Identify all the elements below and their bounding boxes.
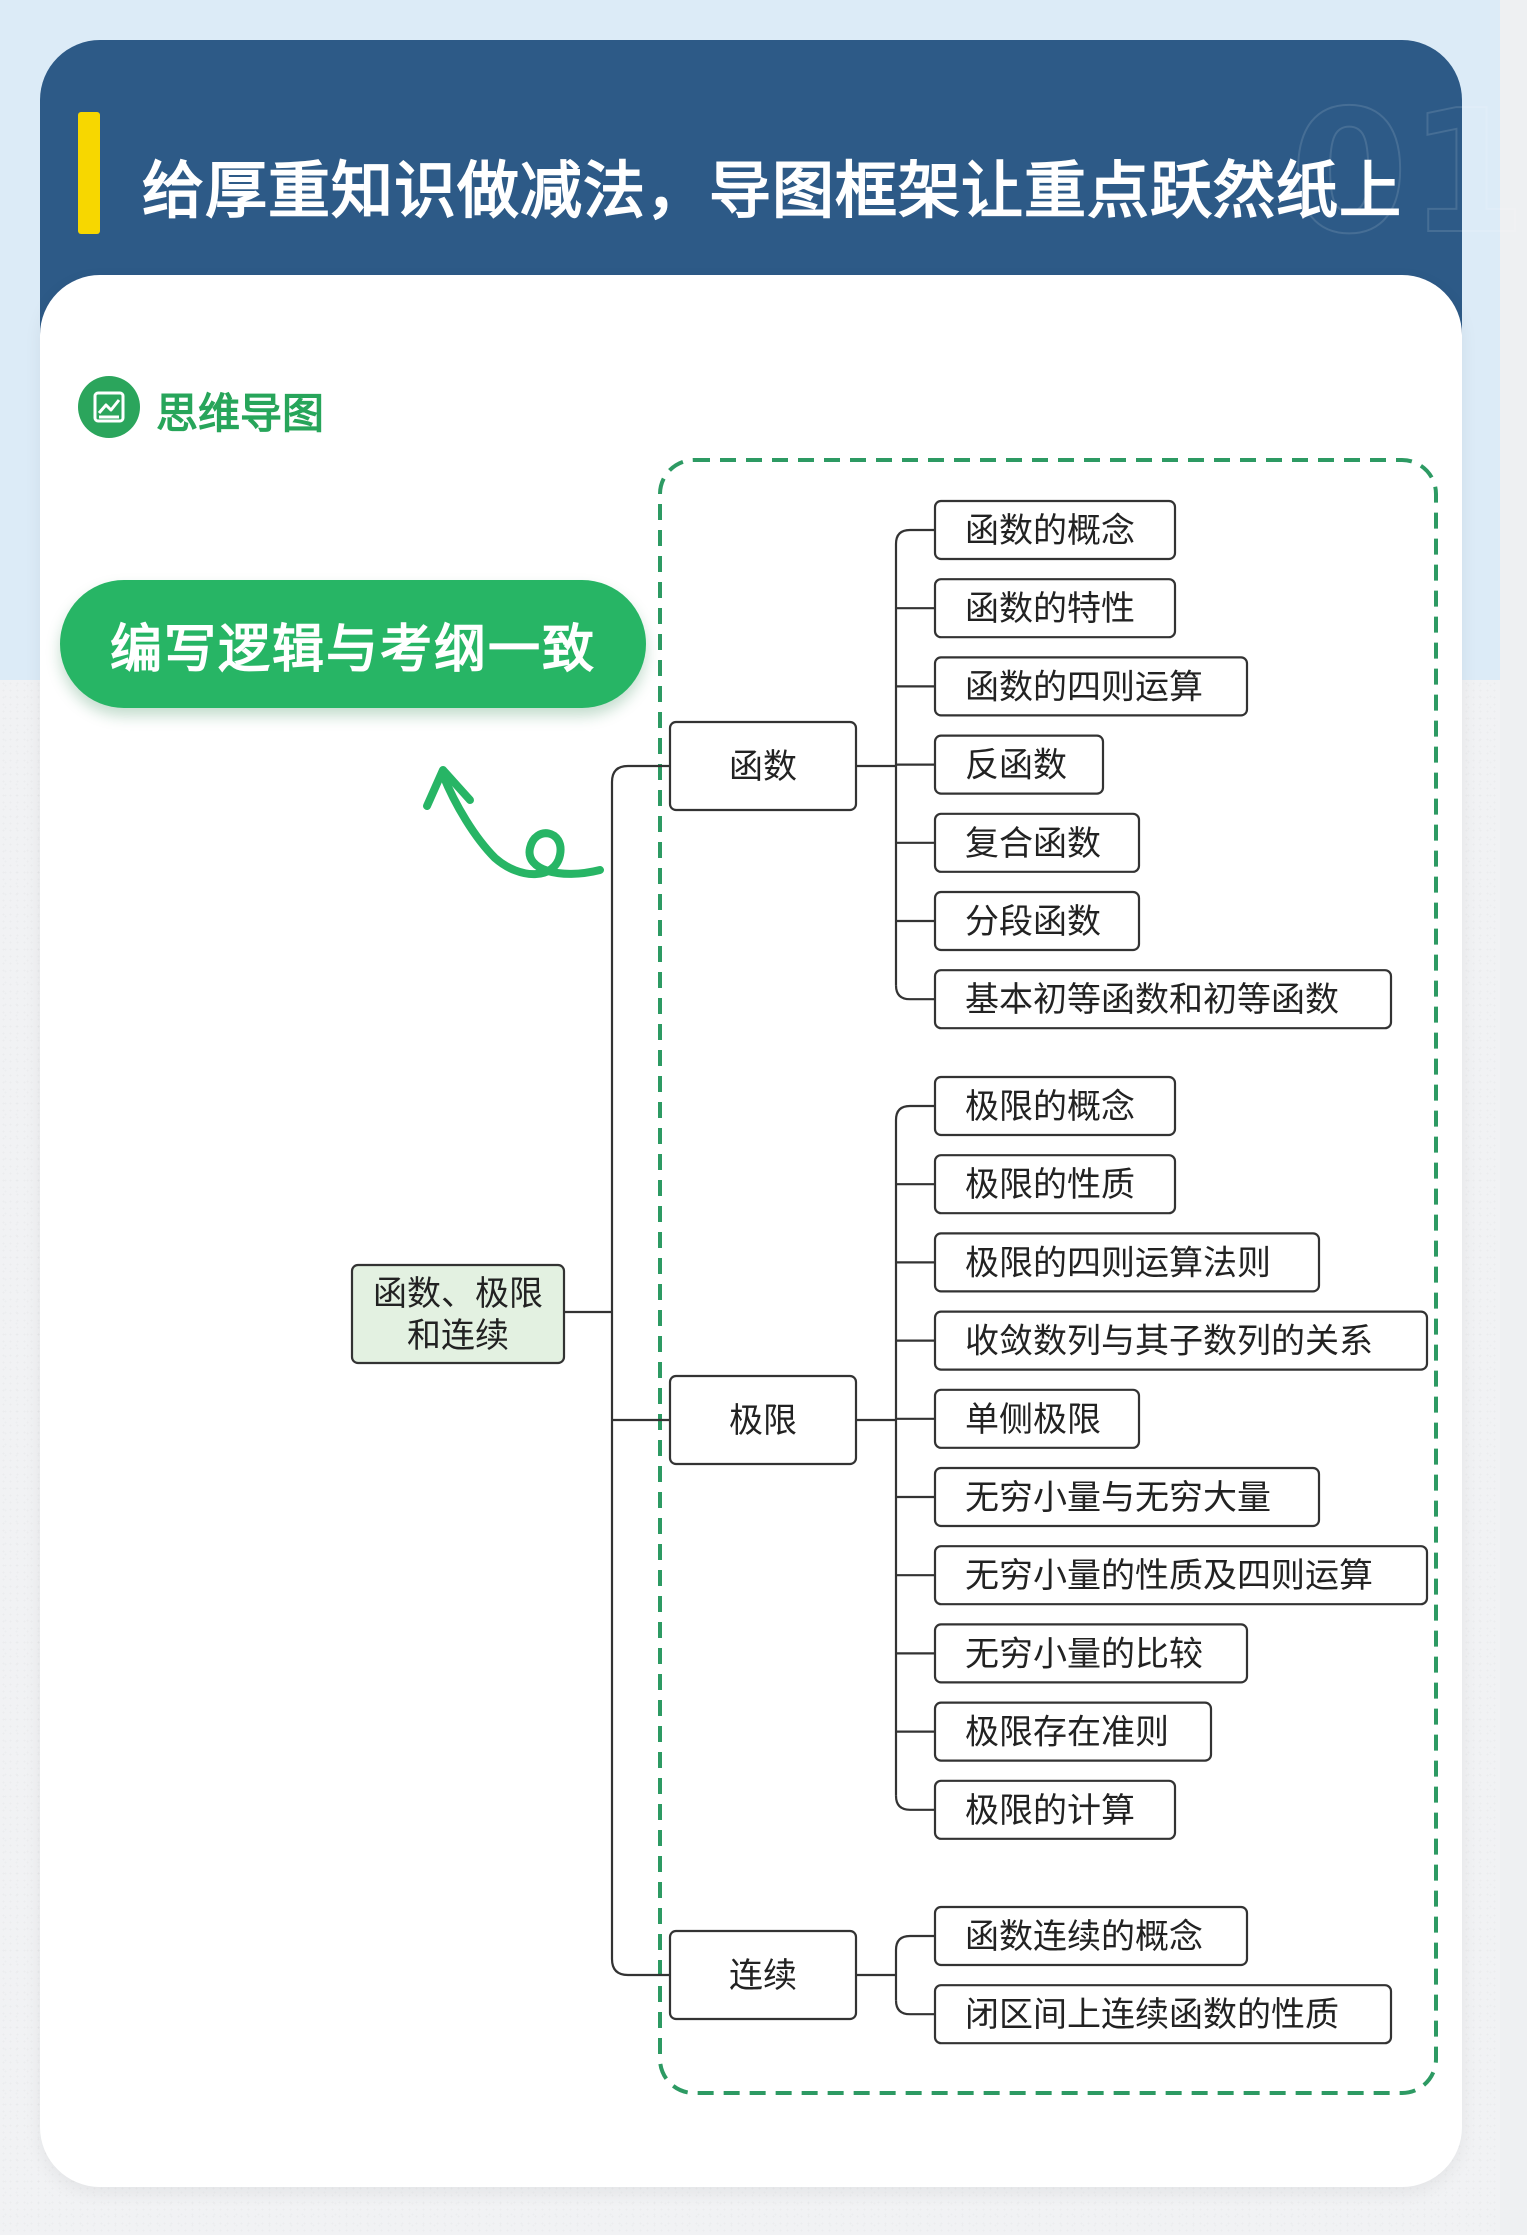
leaf-node-label: 基本初等函数和初等函数 <box>965 981 1339 1019</box>
leaf-node: 无穷小量与无穷大量 <box>933 1466 1321 1528</box>
root-node-label: 和连续 <box>407 1317 509 1355</box>
leaf-node: 无穷小量的性质及四则运算 <box>933 1545 1429 1606</box>
leaf-node-label: 函数的概念 <box>965 512 1135 550</box>
leaf-node-label: 无穷小量的比较 <box>965 1635 1203 1673</box>
leaf-node: 单侧极限 <box>933 1388 1141 1449</box>
branch-node-1: 函数 <box>668 720 858 812</box>
leaf-node: 极限的计算 <box>933 1779 1177 1840</box>
leaf-node: 分段函数 <box>933 890 1141 952</box>
accent-bar <box>78 112 100 234</box>
highlight-pill: 编写逻辑与考纲一致 <box>60 580 646 708</box>
leaf-node-label: 极限的四则运算法则 <box>965 1244 1271 1282</box>
leaf-node: 收敛数列与其子数列的关系 <box>933 1310 1429 1371</box>
branch-node-2-label: 极限 <box>729 1402 797 1440</box>
leaf-node: 函数的四则运算 <box>933 656 1249 717</box>
leaf-node: 无穷小量的比较 <box>933 1623 1249 1684</box>
leaf-node-label: 反函数 <box>965 747 1067 785</box>
branch-node-3: 连续 <box>668 1929 858 2021</box>
leaf-node-label: 函数连续的概念 <box>965 1918 1203 1956</box>
leaf-node-label: 函数的四则运算 <box>965 668 1203 706</box>
root-node-label: 函数、极限 <box>373 1275 543 1313</box>
leaf-node-label: 收敛数列与其子数列的关系 <box>965 1323 1373 1361</box>
leaf-node: 极限存在准则 <box>933 1701 1213 1762</box>
section-title: 思维导图 <box>156 389 325 438</box>
leaf-node-label: 极限存在准则 <box>965 1714 1169 1752</box>
leaf-node-label: 无穷小量与无穷大量 <box>965 1479 1271 1517</box>
leaf-node-label: 闭区间上连续函数的性质 <box>965 1996 1339 2034</box>
page-title: 给厚重知识做减法，导图框架让重点跃然纸上 <box>142 154 1403 227</box>
leaf-node-label: 极限的概念 <box>965 1088 1135 1126</box>
dashed-frame <box>658 458 1438 2095</box>
curly-arrow-icon <box>439 771 604 879</box>
leaf-node: 极限的四则运算法则 <box>933 1232 1321 1293</box>
branch-node-1-label: 函数 <box>729 748 797 786</box>
leaf-node: 极限的概念 <box>933 1075 1177 1137</box>
leaf-node: 函数的特性 <box>933 578 1177 639</box>
leaf-node: 极限的性质 <box>933 1154 1177 1215</box>
leaf-node: 复合函数 <box>933 812 1141 873</box>
arrow-head-icon <box>423 766 474 810</box>
leaf-node: 基本初等函数和初等函数 <box>933 969 1393 1030</box>
branch-node-2: 极限 <box>668 1374 858 1466</box>
leaf-node: 函数连续的概念 <box>933 1905 1249 1967</box>
leaf-node: 函数的概念 <box>933 499 1177 561</box>
leaf-node-label: 极限的计算 <box>965 1792 1135 1830</box>
branch-node-3-label: 连续 <box>729 1957 797 1995</box>
leaf-node-label: 分段函数 <box>965 903 1101 941</box>
chart-doc-icon <box>78 376 140 438</box>
watermark-number: 01 <box>1289 74 1527 272</box>
leaf-node-label: 单侧极限 <box>965 1401 1101 1439</box>
leaf-node-label: 复合函数 <box>965 825 1101 863</box>
leaf-node-label: 函数的特性 <box>965 590 1135 628</box>
leaf-node: 闭区间上连续函数的性质 <box>933 1984 1393 2045</box>
leaf-node-label: 极限的性质 <box>965 1166 1135 1204</box>
leaf-node: 反函数 <box>933 734 1105 795</box>
leaf-node-label: 无穷小量的性质及四则运算 <box>965 1557 1373 1595</box>
